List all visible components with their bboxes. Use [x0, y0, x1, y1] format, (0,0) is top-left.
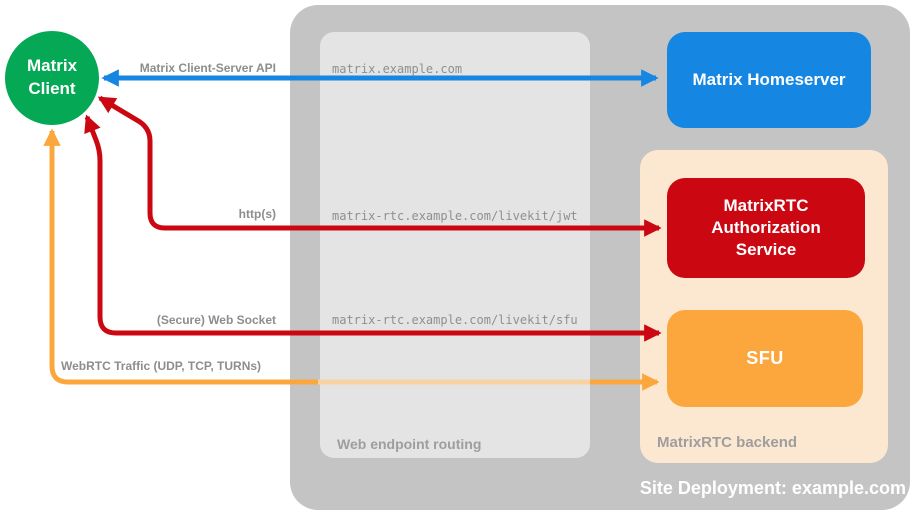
- web-endpoint-routing-container: [320, 32, 590, 458]
- webrtc-traffic-edge-label: WebRTC Traffic (UDP, TCP, TURNs): [61, 359, 262, 373]
- matrix-homeserver-node: Matrix Homeserver: [667, 32, 871, 128]
- webrtc-traffic-arrow-start: [43, 128, 320, 385]
- matrix-client-node: Matrix Client: [5, 31, 99, 125]
- sfu-node: SFU: [667, 310, 863, 407]
- matrix-homeserver-label: Matrix Homeserver: [692, 70, 846, 89]
- web-endpoint-routing-caption: Web endpoint routing: [337, 436, 482, 452]
- route-livekit-sfu: matrix-rtc.example.com/livekit/sfu: [332, 313, 578, 327]
- route-matrix-example-com: matrix.example.com: [332, 62, 463, 76]
- route-livekit-jwt: matrix-rtc.example.com/livekit/jwt: [332, 209, 578, 223]
- matrix-client-label-line1: Matrix: [26, 56, 78, 76]
- matrixrtc-auth-service-label: MatrixRTC Authorization Service: [711, 195, 821, 260]
- client-server-api-edge-label: Matrix Client-Server API: [139, 61, 276, 75]
- http-edge-label: http(s): [238, 207, 276, 221]
- matrixrtc-auth-service-node: MatrixRTC Authorization Service: [667, 178, 865, 278]
- site-deployment-caption: Site Deployment: example.com: [639, 478, 906, 498]
- matrixrtc-backend-caption: MatrixRTC backend: [657, 434, 798, 451]
- websocket-edge-label: (Secure) Web Socket: [156, 313, 276, 327]
- matrix-client-label-line2: Client: [28, 79, 76, 98]
- sfu-label: SFU: [746, 348, 784, 368]
